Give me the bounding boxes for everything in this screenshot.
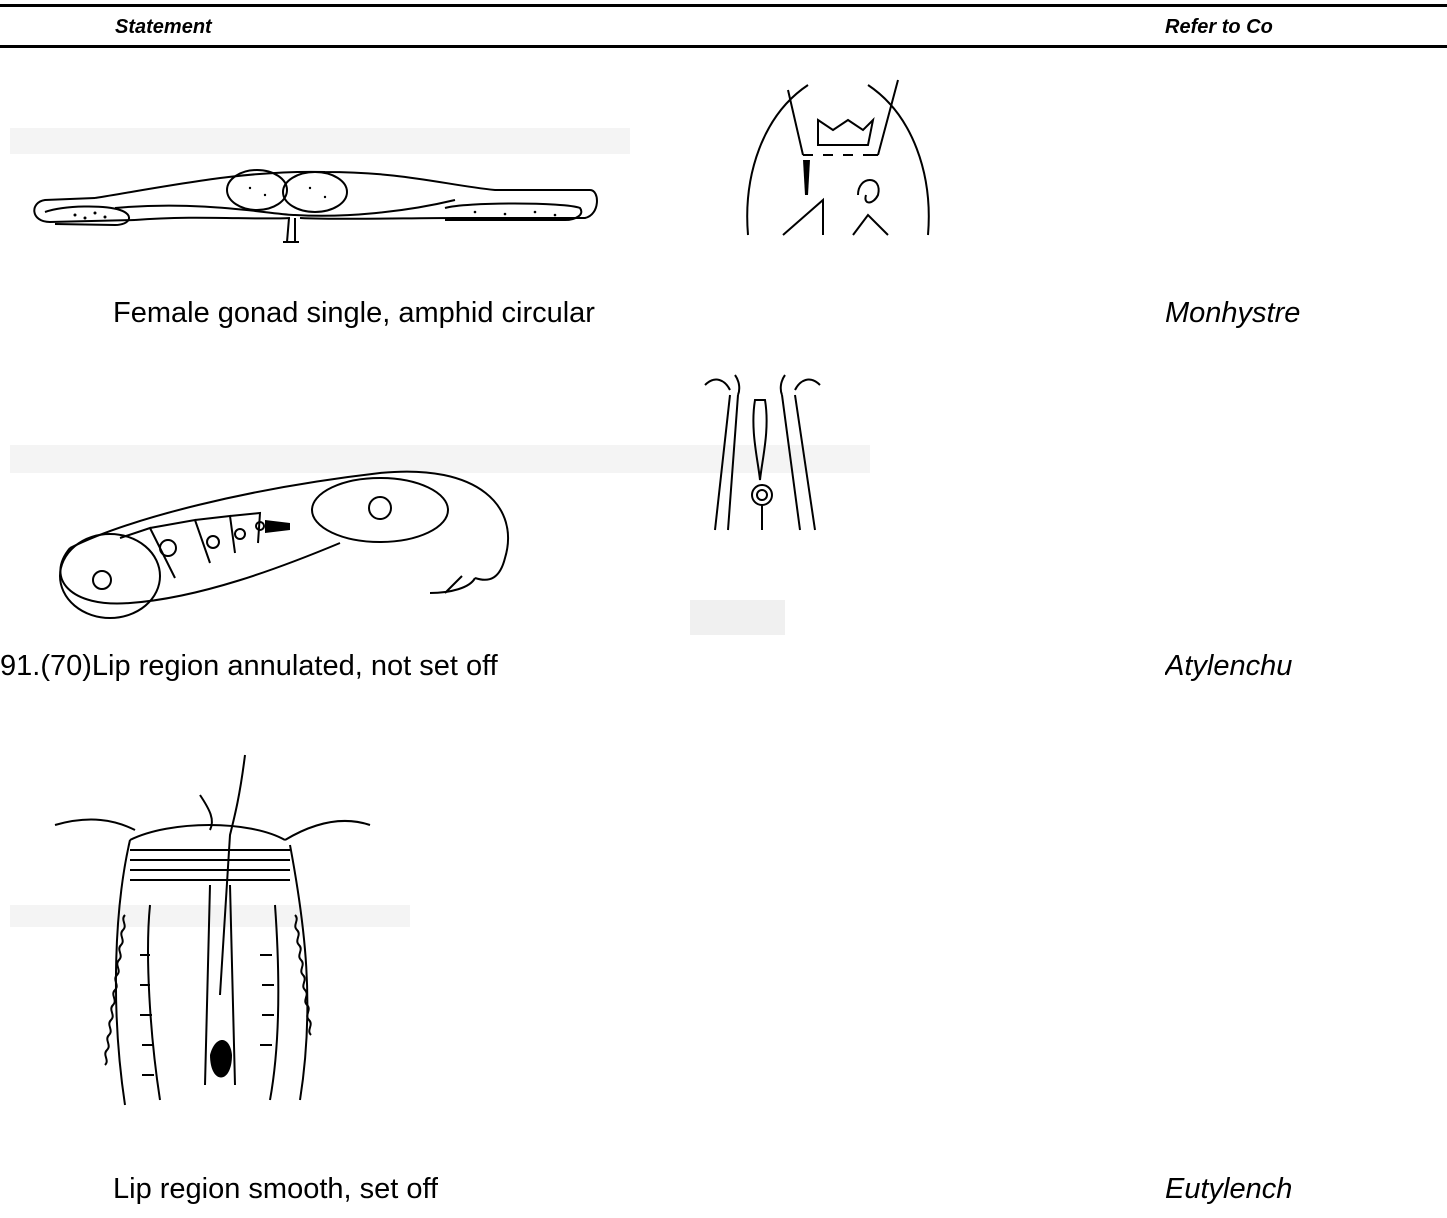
row-statement: Lip region annulated, not set off	[92, 650, 498, 682]
header-statement: Statement	[115, 16, 245, 39]
row-refer: Eutylench	[1165, 1173, 1310, 1206]
scan-smear	[10, 128, 630, 154]
female-gonad-figure	[25, 160, 615, 250]
scan-smear	[690, 600, 785, 635]
header-refer-to: Refer to Co	[1165, 16, 1310, 39]
row-statement-numbered: 91.(70)Lip region annulated, not set off	[0, 650, 498, 683]
couplet-number: 91.(70)	[0, 650, 92, 682]
row-statement: Female gonad single, amphid circular	[113, 297, 595, 330]
smooth-lip-head-figure	[50, 755, 380, 1120]
amphid-head-figure	[738, 75, 938, 240]
row-statement: Lip region smooth, set off	[113, 1173, 438, 1206]
ovary-figure	[50, 468, 520, 618]
row-refer: Monhystre	[1165, 297, 1310, 330]
row-refer: Atylenchu	[1165, 650, 1310, 683]
table-header: Statement Refer to Co	[0, 4, 1447, 48]
annulated-head-figure	[700, 370, 830, 535]
